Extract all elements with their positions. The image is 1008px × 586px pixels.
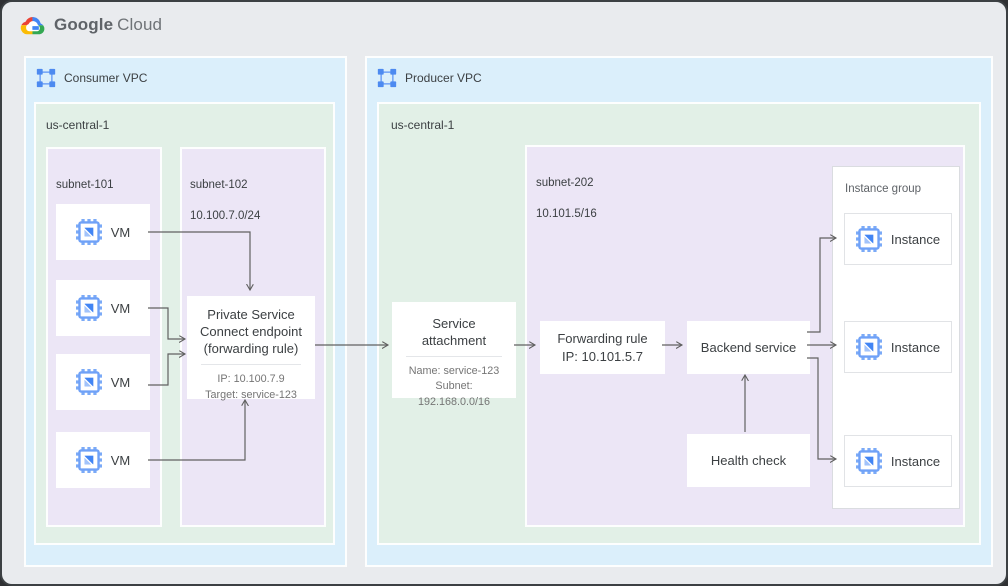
instance-label: Instance [890,339,941,355]
subnet-202-name: subnet-202 [536,176,594,189]
consumer-vpc-label: Consumer VPC [64,71,148,85]
instance-label: Instance [890,453,941,469]
vm-node-1: VM [56,204,150,260]
logo-suffix-text: Cloud [117,15,163,34]
vm-label: VM [110,374,131,390]
service-attachment-subnet-cidr: 192.168.0.0/16 [417,395,491,408]
subnet-102-container: subnet-102 10.100.7.0/24 Private Service… [180,147,326,527]
forwarding-rule-node: Forwarding rule IP: 10.101.5.7 [540,321,665,374]
producer-vpc-header: Producer VPC [377,68,482,88]
consumer-region-label: us-central-1 [46,118,110,132]
vm-node-4: VM [56,432,150,488]
producer-vpc-label: Producer VPC [405,71,482,85]
instance-group-container: Instance group Instance Instance Instanc… [832,166,960,509]
subnet-102-name: subnet-102 [190,178,248,191]
instance-group-label: Instance group [845,183,922,195]
service-attachment-node: Service attachment Name: service-123 Sub… [392,302,516,408]
vm-node-2: VM [56,280,150,336]
divider [406,356,502,358]
vm-label: VM [110,224,131,240]
subnet-202-container: subnet-202 10.101.5/16 Forwarding rule I… [525,145,965,527]
instance-node-3: Instance [844,435,952,487]
compute-engine-icon [856,334,882,360]
psc-endpoint-title: Private Service Connect endpoint (forwar… [200,307,302,357]
logo-brand-text: Google [54,15,114,34]
google-cloud-cloud-icon [20,16,46,35]
subnet-102-cidr: 10.100.7.0/24 [190,209,261,222]
service-attachment-subnet-label: Subnet: [435,380,473,393]
producer-region-label: us-central-1 [391,118,455,132]
vm-node-3: VM [56,354,150,410]
service-attachment-name: Name: service-123 [408,365,500,378]
forwarding-rule-title: Forwarding rule [557,331,648,347]
compute-engine-icon [856,448,882,474]
divider [201,364,301,366]
vpc-network-icon [36,68,56,88]
health-check-node: Health check [687,434,810,487]
vpc-network-icon [377,68,397,88]
subnet-101-container: subnet-101 10.10.1.0/24 VM VM VM V [46,147,162,527]
compute-engine-icon [76,447,102,473]
health-check-label: Health check [710,453,787,468]
subnet-202-cidr: 10.101.5/16 [536,207,597,220]
forwarding-rule-ip: IP: 10.101.5.7 [562,348,643,364]
subnet-101-name: subnet-101 [56,178,114,191]
consumer-vpc-header: Consumer VPC [36,68,147,88]
service-attachment-title: Service attachment [421,316,487,349]
psc-endpoint-ip: IP: 10.100.7.9 [217,373,285,386]
instance-label: Instance [890,231,941,247]
vm-label: VM [110,452,131,468]
compute-engine-icon [856,226,882,252]
compute-engine-icon [76,295,102,321]
consumer-vpc-container: Consumer VPC us-central-1 subnet-101 10.… [24,56,347,567]
producer-region-container: us-central-1 Service attachment Name: se… [377,102,981,545]
instance-node-1: Instance [844,213,952,265]
producer-vpc-container: Producer VPC us-central-1 Service attach… [365,56,993,567]
backend-service-node: Backend service [687,321,810,374]
compute-engine-icon [76,369,102,395]
vm-label: VM [110,300,131,316]
psc-endpoint-target: Target: service-123 [205,388,297,401]
backend-service-label: Backend service [700,340,797,355]
instance-node-2: Instance [844,321,952,373]
consumer-region-container: us-central-1 subnet-101 10.10.1.0/24 VM … [34,102,335,545]
compute-engine-icon [76,219,102,245]
psc-endpoint-node: Private Service Connect endpoint (forwar… [187,296,315,401]
